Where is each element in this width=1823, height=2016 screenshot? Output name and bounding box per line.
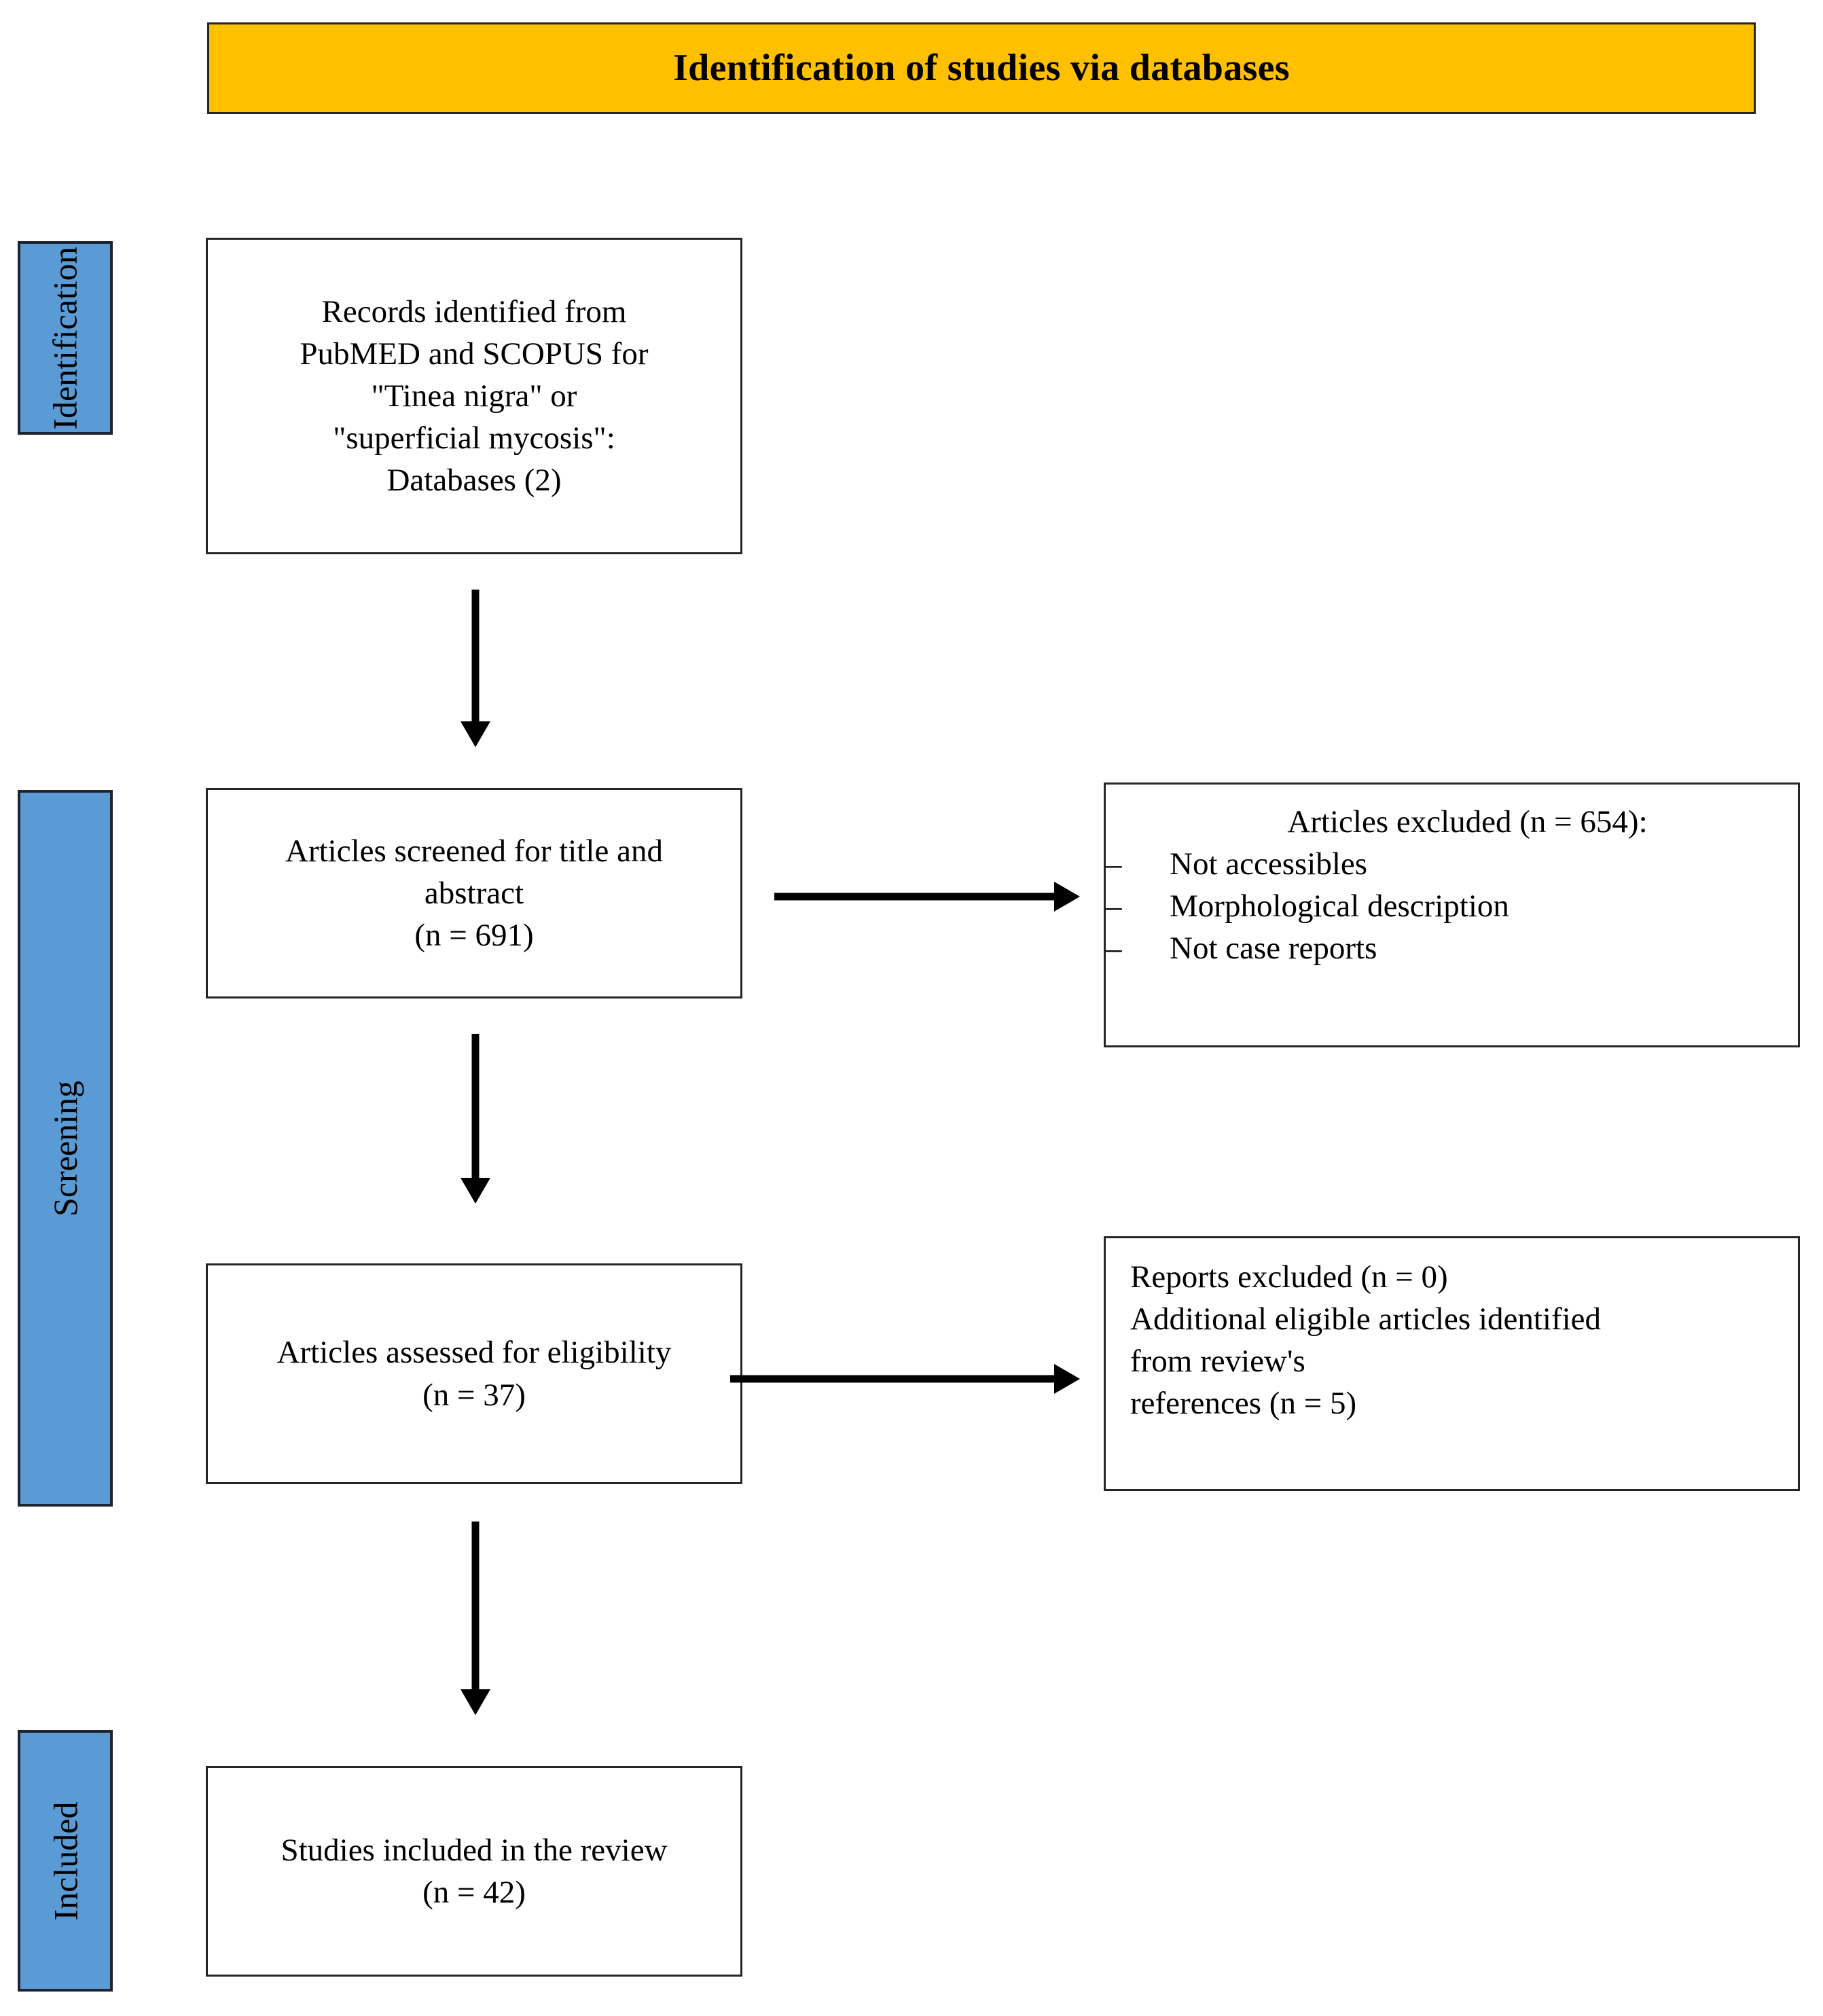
arrow-eligibility-to-reports-excluded	[730, 1358, 1080, 1399]
box-studies-included-line-1: Studies included in the review	[281, 1832, 668, 1868]
box-articles-excluded-title: Articles excluded (n = 654):	[1287, 804, 1648, 840]
box-reports-excluded-line-4: references (n = 5)	[1130, 1386, 1357, 1422]
box-articles-screened: Articles screened for title and abstract…	[206, 788, 742, 998]
arrow-eligibility-to-included	[448, 1522, 503, 1715]
arrow-screened-to-articles-excluded	[774, 876, 1080, 917]
stage-label-included: Included	[46, 1801, 84, 1920]
box-articles-excluded-item-1: – Not accessibles	[1106, 843, 1798, 885]
stage-bar-identification: Identification	[18, 241, 113, 435]
box-articles-screened-line-3: (n = 691)	[414, 918, 534, 954]
box-records-identified-line-5: Databases (2)	[386, 463, 562, 499]
box-articles-screened-line-2: abstract	[424, 875, 524, 911]
stage-label-identification: Identification	[46, 246, 84, 430]
box-studies-included: Studies included in the review (n = 42)	[206, 1766, 742, 1977]
box-records-identified-line-4: "superficial mycosis":	[333, 420, 615, 456]
box-reports-excluded-line-1: Reports excluded (n = 0)	[1130, 1259, 1448, 1295]
box-articles-excluded-item-3: – Not case reports	[1106, 927, 1798, 969]
arrow-identified-to-screened	[448, 590, 503, 747]
stage-bar-screening: Screening	[18, 790, 113, 1507]
dash-bullet-icon: –	[1106, 846, 1122, 882]
banner-title: Identification of studies via databases	[673, 46, 1290, 89]
box-articles-excluded-item-2: – Morphological description	[1106, 885, 1798, 927]
box-reports-excluded-line-3: from review's	[1130, 1344, 1305, 1380]
stage-label-screening: Screening	[46, 1080, 84, 1217]
box-articles-excluded-item-1-label: Not accessibles	[1170, 846, 1368, 882]
box-reports-excluded-line-2: Additional eligible articles identified	[1130, 1301, 1602, 1337]
box-records-identified-line-3: "Tinea nigra" or	[371, 378, 577, 414]
box-articles-eligibility: Articles assessed for eligibility (n = 3…	[206, 1263, 742, 1484]
arrow-screened-to-eligibility	[448, 1034, 503, 1204]
box-records-identified-line-1: Records identified from	[321, 293, 627, 329]
box-articles-eligibility-line-2: (n = 37)	[422, 1377, 526, 1413]
box-articles-screened-line-1: Articles screened for title and	[285, 833, 663, 869]
box-reports-excluded: Reports excluded (n = 0) Additional elig…	[1104, 1236, 1800, 1491]
box-articles-eligibility-line-1: Articles assessed for eligibility	[276, 1335, 672, 1371]
diagram-header-banner: Identification of studies via databases	[207, 22, 1756, 114]
box-articles-excluded: Articles excluded (n = 654): – Not acces…	[1104, 782, 1800, 1047]
box-articles-excluded-item-3-label: Not case reports	[1170, 931, 1377, 967]
box-studies-included-line-2: (n = 42)	[422, 1875, 526, 1910]
dash-bullet-icon: –	[1106, 888, 1122, 924]
box-articles-excluded-item-2-label: Morphological description	[1170, 888, 1509, 924]
dash-bullet-icon: –	[1106, 931, 1122, 967]
stage-bar-included: Included	[18, 1730, 113, 1992]
box-records-identified-line-2: PubMED and SCOPUS for	[300, 336, 649, 372]
box-records-identified: Records identified from PubMED and SCOPU…	[206, 238, 742, 554]
